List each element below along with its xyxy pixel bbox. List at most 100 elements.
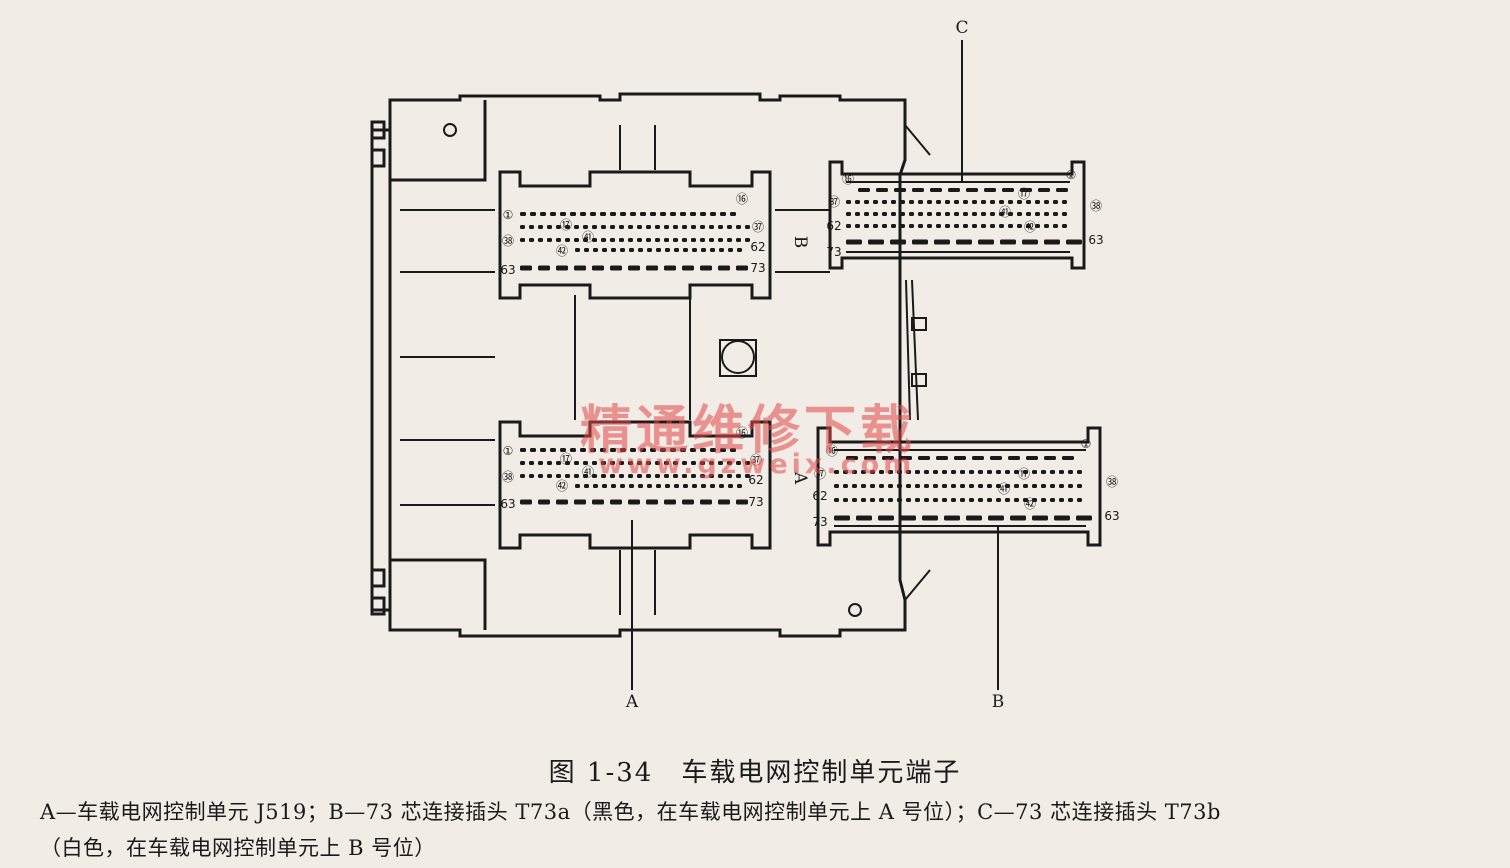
pin-contact [710, 248, 715, 252]
pin-contact [1008, 200, 1013, 204]
pin-contact [843, 498, 848, 502]
pin-contact [1002, 188, 1014, 192]
pin-contact [900, 515, 916, 521]
pin-contact [990, 456, 1002, 460]
pin-contact [912, 188, 924, 192]
pin-contact [637, 225, 642, 229]
housing-ribs [400, 124, 931, 615]
pin-contact [611, 248, 616, 252]
housing-inner-panel [390, 558, 487, 630]
pin-contact [1017, 212, 1022, 216]
pin-contact [611, 484, 616, 488]
pin-contact [996, 484, 1001, 488]
pin-contact [924, 484, 929, 488]
pin-label-17: ⑰ [560, 452, 572, 466]
pin-label-42: ㊷ [556, 479, 568, 493]
pin-contact [700, 212, 706, 216]
mount-hole [443, 123, 457, 137]
pin-contact [945, 212, 950, 216]
pin-contact [592, 499, 604, 505]
pin-contact [592, 265, 604, 271]
pin-contact [909, 224, 914, 228]
pin-contact [888, 484, 893, 488]
pin-contact [520, 212, 526, 216]
pin-contact [602, 248, 607, 252]
pin-contact [638, 484, 643, 488]
pin-label-1: ① [1066, 168, 1077, 182]
pin-contact [628, 225, 633, 229]
caption-legend-line-2: （白色，在车载电网控制单元上 B 号位） [40, 836, 436, 860]
pin-contact [650, 448, 656, 452]
pin-label-62: 62 [812, 489, 827, 503]
pin-contact [629, 248, 634, 252]
pin-contact [560, 212, 566, 216]
pin-contact [924, 470, 929, 474]
pin-contact [619, 474, 624, 478]
pin-contact [972, 224, 977, 228]
pin-contact [692, 484, 697, 488]
pin-contact [691, 225, 696, 229]
pin-contact [745, 238, 750, 242]
pin-contact [897, 470, 902, 474]
pin-label-17: ⑰ [1018, 187, 1030, 201]
pin-contact [709, 238, 714, 242]
pin-contact [834, 498, 839, 502]
pin-contact [709, 461, 714, 465]
pin-label-62: 62 [750, 240, 765, 254]
pin-contact [619, 238, 624, 242]
pin-contact [870, 498, 875, 502]
pin-label-63: 63 [500, 263, 515, 277]
pin-contact [855, 200, 860, 204]
pin-contact [701, 484, 706, 488]
pin-contact [638, 248, 643, 252]
pin-contact [520, 461, 525, 465]
pin-contact [570, 448, 576, 452]
pin-contact [996, 470, 1001, 474]
pin-contact [944, 515, 960, 521]
pin-contact [936, 200, 941, 204]
pin-contact [1022, 239, 1038, 245]
pin-contact [547, 238, 552, 242]
pin-contact [864, 456, 876, 460]
pin-contact [942, 484, 947, 488]
pin-contact [856, 515, 872, 521]
pin-contact [574, 225, 579, 229]
pin-contact [736, 238, 741, 242]
pin-contact [620, 448, 626, 452]
pin-contact [728, 248, 733, 252]
pin-contact [730, 448, 736, 452]
pin-contact [870, 484, 875, 488]
pin-label-17: ⑰ [560, 218, 572, 232]
pin-contact [570, 212, 576, 216]
pin-contact [960, 470, 965, 474]
pin-contact [710, 448, 716, 452]
pin-contact [1014, 470, 1019, 474]
pin-contact [861, 498, 866, 502]
pin-contact [590, 448, 596, 452]
pin-contact [990, 200, 995, 204]
pin-contact [900, 212, 905, 216]
pin-contact [580, 212, 586, 216]
pin-contact [858, 188, 870, 192]
pin-contact [670, 448, 676, 452]
pin-label-1: ① [503, 444, 514, 458]
pin-contact [987, 484, 992, 488]
pin-contact [628, 461, 633, 465]
pin-contact [1005, 470, 1010, 474]
pin-label-16: ⑯ [826, 444, 838, 458]
pin-contact [683, 484, 688, 488]
pin-contact [1044, 456, 1056, 460]
pin-contact [846, 224, 851, 228]
pin-contact [960, 498, 965, 502]
pin-contact [673, 461, 678, 465]
pin-contact [680, 212, 686, 216]
pin-contact [710, 484, 715, 488]
pin-contact [1068, 484, 1073, 488]
pin-contact [954, 200, 959, 204]
housing-tab [370, 148, 386, 168]
pin-contact [1044, 200, 1049, 204]
pin-contact [984, 188, 996, 192]
pin-contact [855, 224, 860, 228]
pin-contact [1066, 239, 1082, 245]
